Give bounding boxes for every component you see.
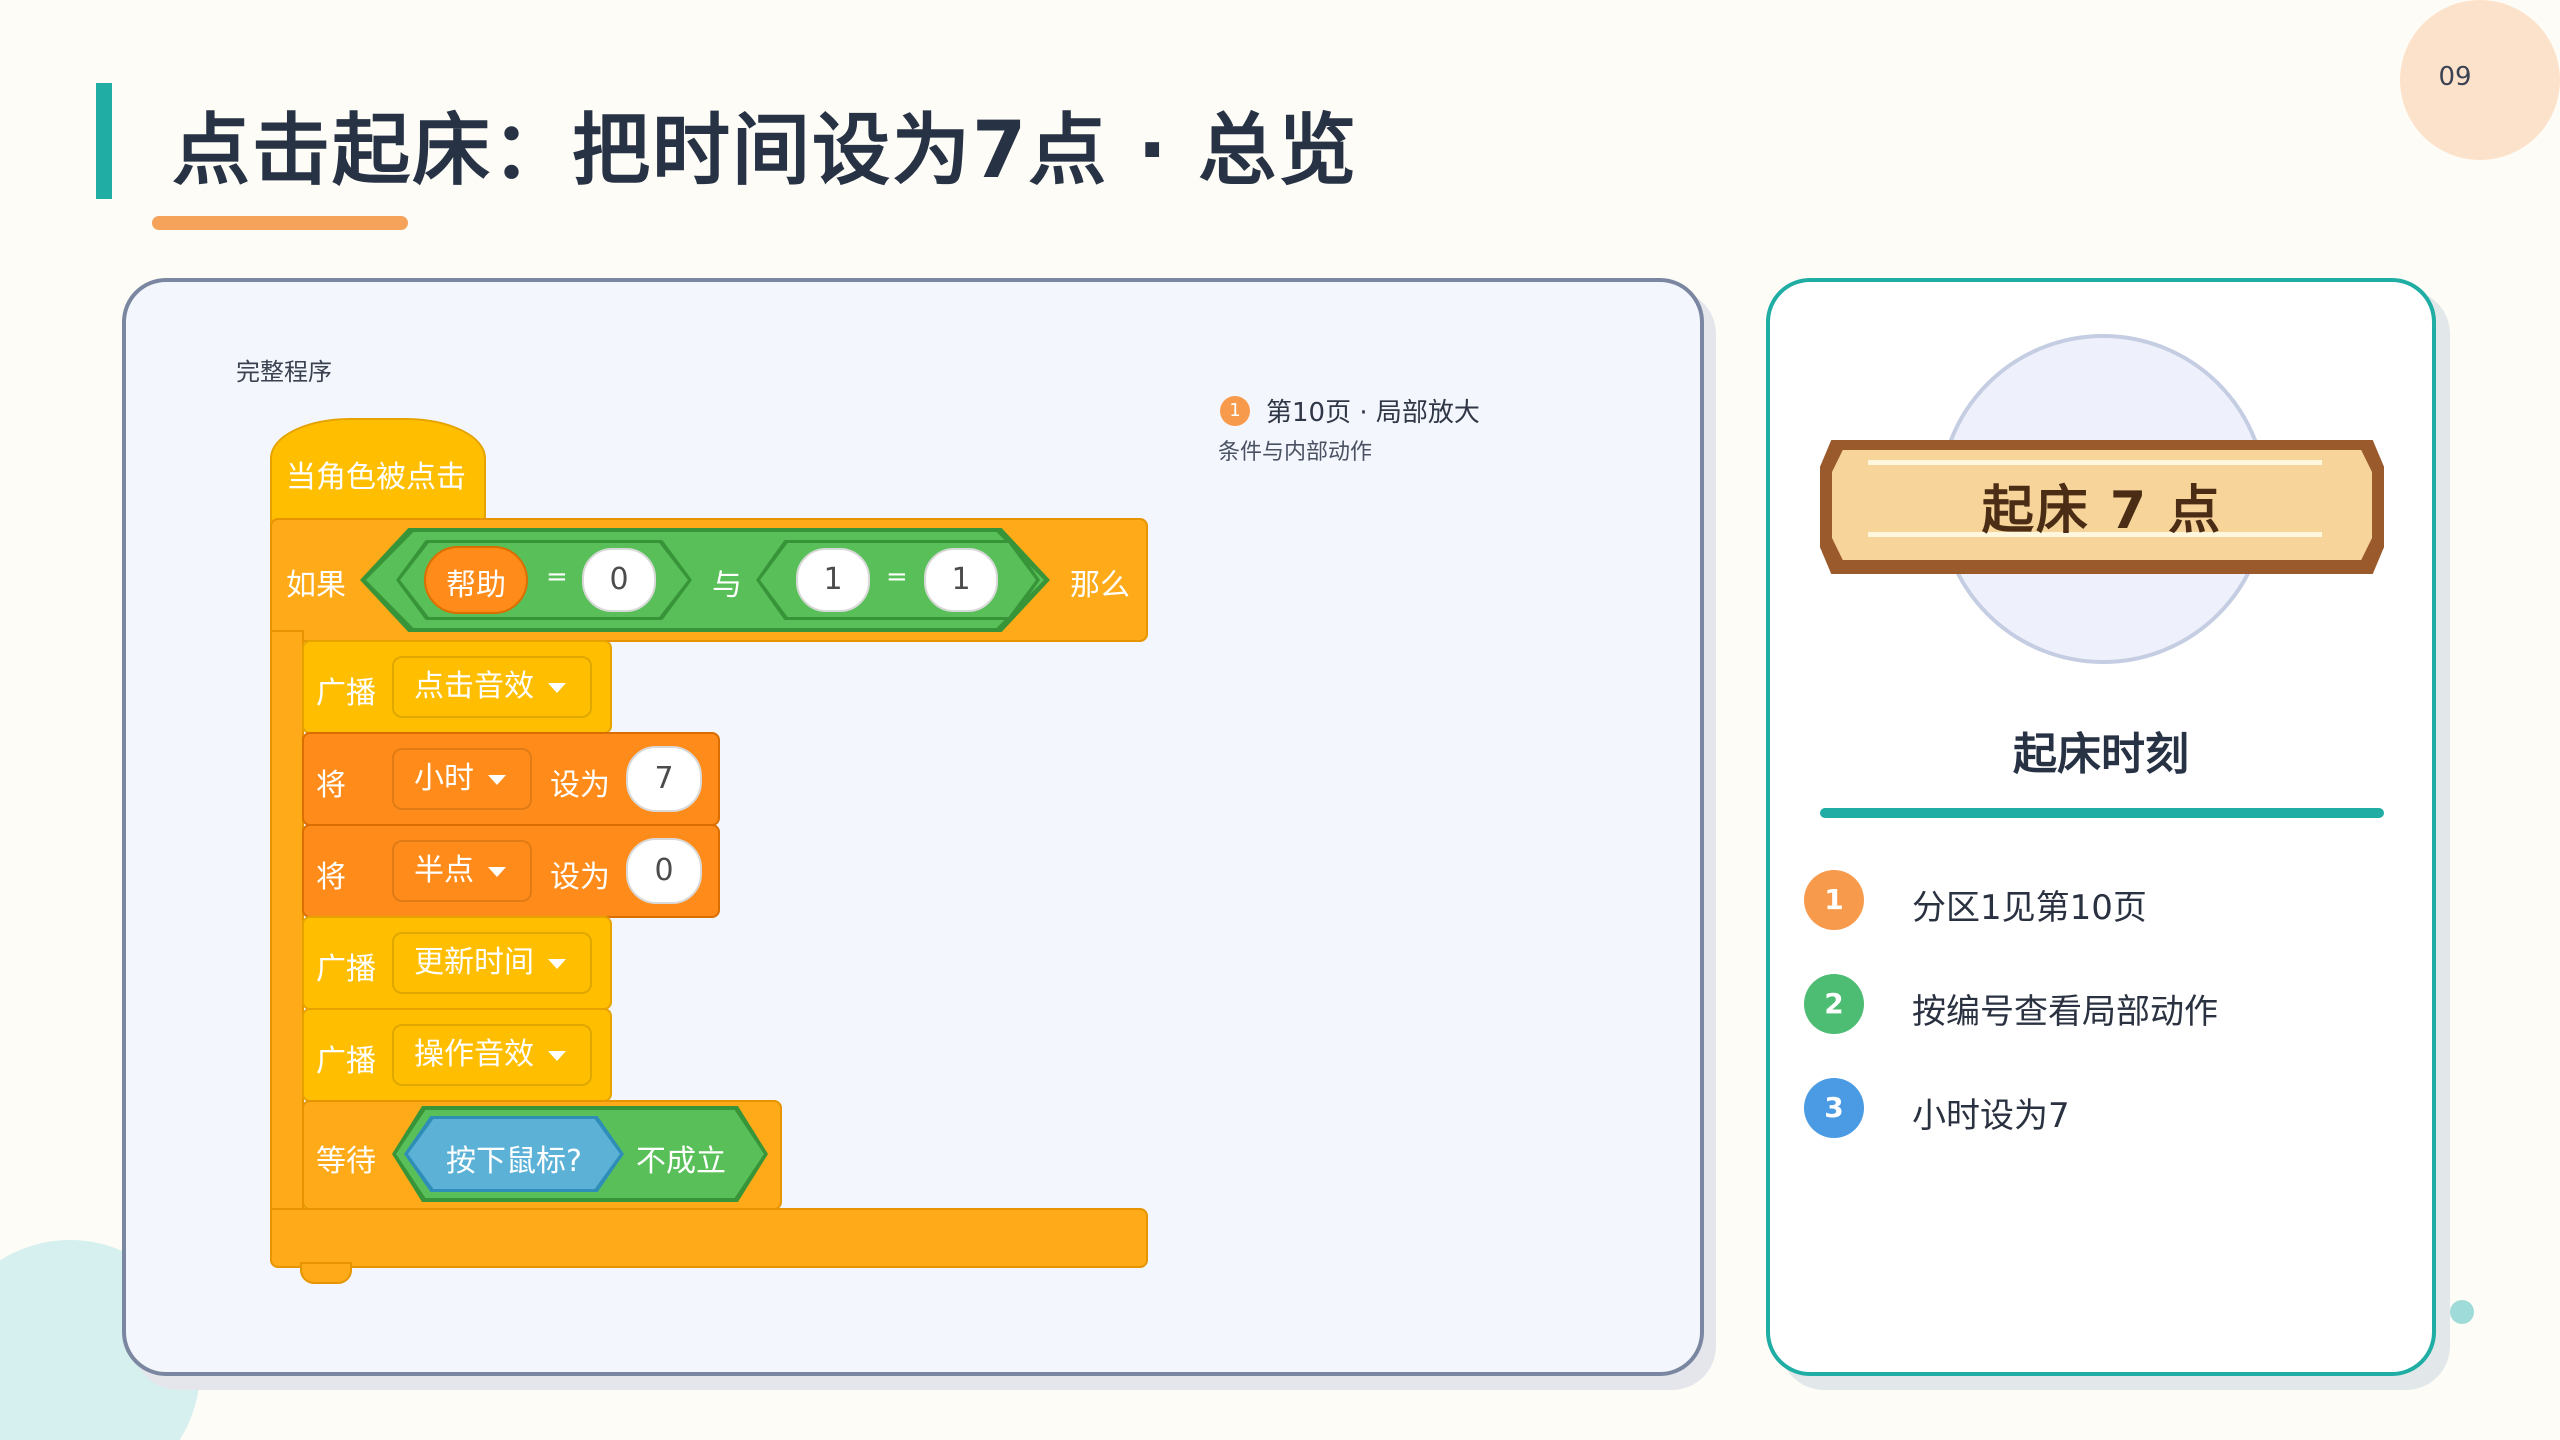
to-label: 设为: [550, 768, 610, 803]
sign-text: 起床 7 点: [1981, 481, 2223, 541]
set-label: 将: [316, 768, 346, 803]
wait-label: 等待: [316, 1144, 376, 1179]
page-number: 09: [2438, 62, 2472, 92]
sign-decor-line: [1868, 532, 2322, 537]
wooden-sign-face: [1832, 450, 2372, 560]
variable-reporter-help[interactable]: [424, 546, 528, 614]
card-title: 起床时刻: [2013, 729, 2189, 780]
value-input-one[interactable]: 1: [924, 548, 998, 612]
value-input-one[interactable]: 1: [796, 548, 870, 612]
callout-title: 第10页 · 局部放大: [1266, 398, 1480, 428]
step-badge: 2: [1804, 974, 1864, 1034]
dropdown-arrow-icon: [488, 774, 506, 785]
to-label: 设为: [550, 860, 610, 895]
panel-label: 完整程序: [236, 358, 332, 386]
step-text: 分区1见第10页: [1912, 888, 2147, 928]
callout-badge: 1: [1220, 396, 1250, 426]
variable-dropdown-hour[interactable]: 小时: [392, 748, 532, 810]
and-label: 与: [712, 568, 742, 603]
broadcast-label: 广播: [316, 1044, 376, 1079]
variable-help-label: 帮助: [446, 568, 506, 603]
broadcast-message-label: 更新时间: [414, 945, 534, 980]
dropdown-arrow-icon: [488, 866, 506, 877]
if-block-notch: [300, 1262, 352, 1284]
broadcast-label: 广播: [316, 676, 376, 711]
equals-sign: =: [546, 562, 568, 592]
broadcast-label: 广播: [316, 952, 376, 987]
variable-dropdown-half[interactable]: 半点: [392, 840, 532, 902]
mouse-down-label: 按下鼠标?: [446, 1144, 582, 1179]
title-accent-bar: [96, 83, 112, 199]
broadcast-message-dropdown[interactable]: 点击音效: [392, 656, 592, 718]
step-text: 按编号查看局部动作: [1912, 992, 2218, 1032]
dropdown-arrow-icon: [548, 1050, 566, 1061]
step-text: 小时设为7: [1912, 1096, 2070, 1136]
half-value-input[interactable]: 0: [626, 838, 702, 904]
sign-decor-line: [1868, 460, 2322, 465]
variable-hour-label: 小时: [414, 761, 474, 796]
decor-dot: [2450, 1300, 2474, 1324]
variable-half-label: 半点: [414, 853, 474, 888]
broadcast-message-dropdown[interactable]: 操作音效: [392, 1024, 592, 1086]
broadcast-message-dropdown[interactable]: 更新时间: [392, 932, 592, 994]
hat-block-label: 当角色被点击: [286, 460, 466, 495]
if-label: 如果: [286, 568, 346, 603]
broadcast-message-label: 点击音效: [414, 669, 534, 704]
if-block-arm: [270, 630, 304, 1220]
step-badge: 3: [1804, 1078, 1864, 1138]
value-input-zero[interactable]: 0: [582, 548, 656, 612]
hour-value-input[interactable]: 7: [626, 746, 702, 812]
page-title: 点击起床：把时间设为7点 · 总览: [172, 106, 1359, 196]
then-label: 那么: [1070, 568, 1130, 603]
dropdown-arrow-icon: [548, 682, 566, 693]
hat-block[interactable]: [270, 418, 486, 534]
equals-sign: =: [886, 562, 908, 592]
mouse-down-sensing[interactable]: [408, 1119, 620, 1189]
set-label: 将: [316, 860, 346, 895]
step-badge: 1: [1804, 870, 1864, 930]
callout-subtitle: 条件与内部动作: [1218, 440, 1373, 465]
decor-circle: [2400, 0, 2560, 160]
not-true-label: 不成立: [636, 1144, 726, 1179]
card-divider: [1820, 808, 2384, 818]
dropdown-arrow-icon: [548, 958, 566, 969]
broadcast-message-label: 操作音效: [414, 1037, 534, 1072]
if-block-bottom: [270, 1208, 1148, 1268]
title-underline: [152, 216, 408, 230]
